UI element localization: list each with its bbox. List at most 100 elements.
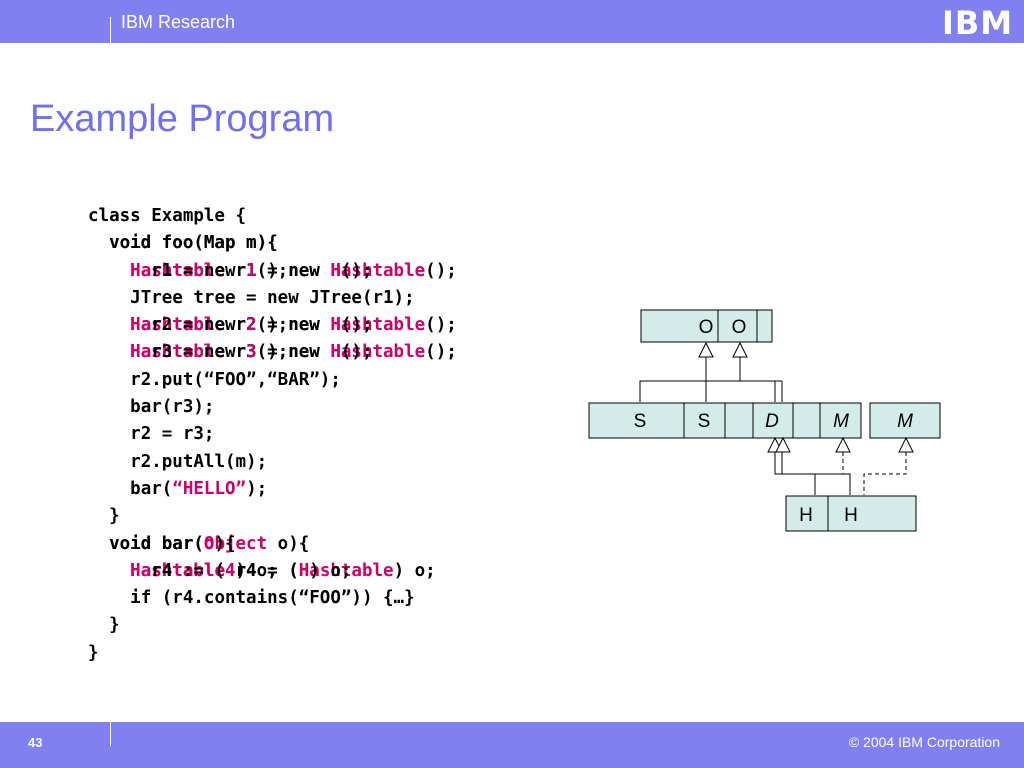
code-text: (); [425, 342, 457, 363]
code-keyword: 3 [246, 342, 257, 363]
code-text: r2.put(“FOO”,“BAR”); [130, 369, 341, 390]
node-m-label: M [833, 411, 849, 432]
code-overlay-layer: Hashtable r3 = new H(); [88, 339, 373, 366]
code-overlay-layer: Hashtable r2 = new H (); [88, 312, 372, 339]
code-keyword: H [330, 260, 341, 281]
edge-to-o [639, 356, 707, 402]
node-h-label: H [844, 505, 858, 526]
code-text: class Example { [88, 206, 247, 226]
code-keyword: H [330, 315, 341, 336]
code-overlay-layer: void foo(Map m){ [88, 230, 278, 257]
code-line: bar(“HELLO”); [88, 476, 415, 503]
code-line: } [88, 612, 415, 639]
code-text: ) o; [393, 560, 436, 581]
code-keyword: Hashtable [330, 342, 426, 363]
code-text: r4 = ( [224, 560, 299, 581]
code-overlay-layer: void bar(o){ [88, 531, 236, 558]
node-s-label: S [634, 411, 647, 432]
code-keyword: Hashtable [330, 315, 426, 336]
code-text: ) o; [309, 560, 352, 581]
code-line: void bar(Object o){ void bar(o){ [88, 531, 415, 558]
code-keyword: Hashtable [130, 260, 225, 281]
node-m-box [869, 402, 941, 439]
code-text: (); [256, 260, 289, 281]
edge-to-m [863, 452, 907, 495]
code-overlay-layer: Hashtable r1 = new Hashtable(); [88, 258, 457, 285]
code-text: bar(r3); [130, 397, 215, 418]
arrow-to-o [732, 341, 748, 358]
code-keyword: Hashtable [330, 260, 426, 281]
slide-title: Example Program [30, 98, 335, 140]
code-keyword: o [203, 533, 215, 554]
code-line: void foo(Map m){ void foo(Map m){ [88, 230, 415, 257]
code-keyword: Hashtable [130, 315, 225, 336]
code-overlay-layer: Hashtable r2 = new Hashtable (); [88, 312, 457, 339]
code-text: (); [340, 342, 373, 363]
edge-to-o [704, 380, 776, 402]
code-text: } [88, 642, 99, 663]
node-d-label: D [765, 411, 779, 432]
node-m-label: M [897, 411, 913, 432]
code-line: Hashtable r2 = new Hashtable (); Hashtabl… [88, 312, 457, 339]
code-overlay-layer: r4 := (4) o; [88, 558, 278, 585]
code-line: r2.putAll(m); [88, 449, 415, 476]
code-text: (); [340, 260, 373, 281]
code-text: r2.putAll(m); [130, 451, 268, 472]
copyright: © 2004 IBM Corporation [848, 734, 1000, 750]
code-keyword: Hashtable [130, 560, 225, 581]
code-text: ); [246, 478, 268, 499]
code-text: r3 = new [130, 342, 247, 363]
arrow-to-m [898, 436, 914, 453]
code-text: void bar( [109, 533, 204, 554]
code-text: o){ [267, 533, 310, 554]
node-s-label: S [698, 411, 711, 432]
node-o-label: O [699, 317, 714, 338]
code-text: void foo(Map m){ [109, 233, 278, 254]
code-text: } [109, 506, 120, 527]
code-keyword: Hashtable [130, 260, 225, 281]
code-text: (); [256, 315, 289, 336]
brand-label: IBM Research [121, 12, 236, 32]
code-text: JTree tree = new JTree(r1); [130, 287, 415, 308]
code-text: r1 = new [224, 260, 331, 281]
node-o-box [640, 309, 773, 343]
node-h-box [785, 495, 917, 532]
code-text: ){ [214, 533, 236, 554]
footer-divider [110, 722, 111, 746]
node-o-label: O [732, 317, 747, 338]
code-overlay-layer: r3 = new 3(); [88, 339, 288, 366]
header-bar: IBM Research IBM [0, 0, 1024, 43]
arrow-to-m [835, 436, 851, 453]
code-keyword: H [298, 560, 310, 581]
code-overlay-layer: void bar(Object o){ [88, 531, 309, 558]
code-line: r2.put(“FOO”,“BAR”); [88, 367, 415, 394]
code-overlay-layer: Hashtable r4 = (Hashtable) o; [88, 558, 436, 585]
code-text: ) o; [235, 560, 278, 581]
code-text: r2 = r3; [130, 424, 215, 445]
node-h-label: H [799, 505, 813, 526]
code-overlay-layer: r2 = new 2(); [88, 312, 288, 339]
code-listing: class Example { void foo(Map m){ void fo… [88, 203, 457, 667]
code-keyword: Hashtable [130, 342, 225, 363]
code-text: void foo(Map m){ [109, 233, 278, 254]
arrow-to-o [698, 341, 714, 358]
header-divider [110, 17, 111, 43]
arrow-to-d [775, 436, 791, 453]
code-text: if (r4.contains(“FOO”)) {…} [130, 588, 415, 609]
edge-to-m [814, 452, 844, 495]
code-keyword: 1 [246, 260, 257, 281]
code-line: } [88, 640, 415, 667]
code-keyword: 2 [246, 315, 257, 336]
code-keyword: Object [203, 533, 268, 554]
code-line: bar(r3); [88, 394, 415, 421]
code-line: r2 = r3; [88, 421, 415, 448]
code-text: r2 = new [224, 315, 331, 336]
ibm-logo: IBM [942, 4, 1014, 42]
footer-bar: 43 © 2004 IBM Corporation [0, 722, 1024, 768]
code-text: r2 = new [224, 315, 331, 336]
code-overlay-layer: Hashtable r3 = new Hashtable(); [88, 339, 457, 366]
code-overlay-layer: r1 = new 1(); [88, 258, 288, 285]
code-line: if (r4.contains(“FOO”)) {…} [88, 585, 415, 612]
code-text: r4 = ( [224, 560, 299, 581]
